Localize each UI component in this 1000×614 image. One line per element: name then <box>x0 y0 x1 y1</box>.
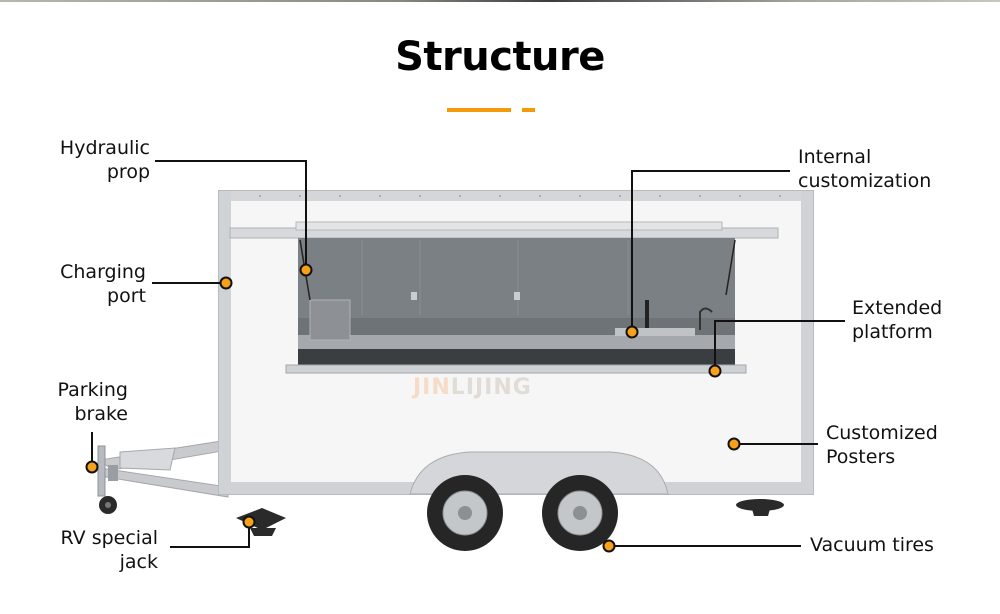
callout-label-line2: brake <box>74 403 128 425</box>
callout-label-line2: customization <box>798 170 932 192</box>
callout-internal-customization: Internal customization <box>798 145 978 193</box>
brand-watermark: JINLIJING <box>413 375 532 400</box>
callout-dot-extended-platform[interactable] <box>708 364 722 378</box>
leader-line <box>170 546 250 548</box>
callout-customized-posters: Customized Posters <box>826 421 976 469</box>
leader-line <box>152 282 226 284</box>
scissor-jack-rear <box>736 499 784 516</box>
scissor-jack-front <box>236 508 286 536</box>
leader-line <box>609 545 801 547</box>
callout-charging-port: Charging port <box>30 260 146 308</box>
leader-line <box>305 160 307 270</box>
callout-label-line1: Hydraulic <box>59 137 150 159</box>
callout-dot-customized-posters[interactable] <box>727 437 741 451</box>
leader-line <box>734 443 818 445</box>
jockey-wheel <box>97 445 118 514</box>
callout-label-line1: RV special <box>60 527 159 549</box>
callout-label-line1: Customized <box>826 422 938 444</box>
trailer-tongue <box>98 439 229 498</box>
callout-label-line1: Vacuum tires <box>810 534 934 556</box>
top-border <box>0 0 1000 2</box>
callout-dot-parking-brake[interactable] <box>85 460 99 474</box>
extended-platform-shelf <box>285 364 747 374</box>
callout-dot-internal-customization[interactable] <box>625 325 639 339</box>
callout-parking-brake: Parking brake <box>20 378 128 426</box>
callout-vacuum-tires: Vacuum tires <box>810 533 980 557</box>
callout-label-line2: platform <box>852 321 933 343</box>
leader-line <box>714 320 716 371</box>
callout-dot-charging-port[interactable] <box>219 276 233 290</box>
callout-hydraulic-prop: Hydraulic prop <box>30 136 150 184</box>
watermark-prefix: JIN <box>413 375 451 400</box>
leader-line <box>715 320 845 322</box>
callout-dot-hydraulic-prop[interactable] <box>299 263 313 277</box>
callout-rv-special-jack: RV special jack <box>20 526 159 574</box>
wheel-front <box>427 475 503 551</box>
callout-label-line1: Internal <box>798 146 872 168</box>
leader-line <box>631 170 633 332</box>
leader-line <box>91 432 93 466</box>
callout-label-line1: Charging <box>60 261 146 283</box>
callout-extended-platform: Extended platform <box>852 296 982 344</box>
stainless-counter <box>298 335 735 349</box>
callout-label-line2: port <box>107 285 146 307</box>
callout-label-line1: Extended <box>852 297 943 319</box>
watermark-suffix: LIJING <box>450 375 532 400</box>
callout-dot-vacuum-tires[interactable] <box>602 539 616 553</box>
wheel-rear <box>542 475 618 551</box>
page-title: Structure <box>395 34 605 80</box>
title-underline-short <box>522 108 535 112</box>
callout-dot-rv-special-jack[interactable] <box>242 515 256 529</box>
callout-label-line1: Parking <box>57 379 128 401</box>
leader-line <box>248 522 250 548</box>
callout-label-line2: prop <box>106 161 150 183</box>
callout-label-line2: jack <box>119 551 158 573</box>
title-underline-long <box>447 108 511 112</box>
callout-label-line2: Posters <box>826 446 896 468</box>
leader-line <box>632 170 790 172</box>
leader-line <box>155 160 307 162</box>
